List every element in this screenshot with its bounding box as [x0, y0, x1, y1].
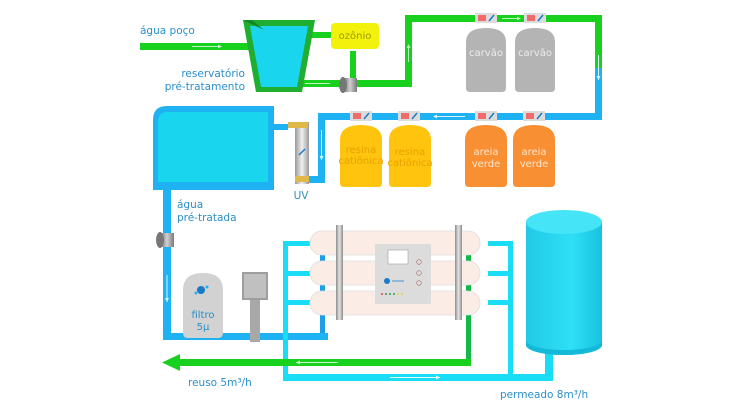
well-water-label: água poço	[140, 25, 195, 37]
carbon-filter-2-label: carvão	[518, 48, 552, 59]
pump-top	[339, 77, 357, 93]
carbon-filter-1: carvão	[466, 13, 506, 92]
reuse-arrow-icon	[162, 354, 180, 371]
reverse-osmosis-unit	[309, 225, 481, 320]
uv-label: UV	[294, 190, 310, 202]
reservoir-label-1: reservatório	[181, 68, 245, 80]
green-sand-filter-1-label-1: areia	[473, 147, 498, 158]
ro-control-panel	[375, 244, 431, 304]
high-pressure-pump	[242, 272, 268, 342]
pipe-well-inlet	[140, 43, 258, 50]
resin-filter-2-label-2: catiônica	[387, 157, 432, 169]
pump-feed	[156, 232, 174, 248]
green-sand-filter-2-label-1: areia	[521, 147, 546, 158]
uv-sterilizer	[288, 122, 309, 184]
pipe-ozone-to-pump	[350, 51, 356, 83]
pipe-ro-permeate	[488, 241, 553, 381]
pipe-uv-to-tank	[264, 124, 288, 130]
reservoir-label-2: pré-tratamento	[165, 81, 245, 93]
resin-filter-1-label-1: resina	[346, 145, 377, 156]
green-sand-filter-1-label-2: verde	[472, 159, 501, 170]
filter-logo-icon	[197, 286, 205, 294]
filter-label-1: filtro	[191, 310, 214, 321]
resin-filter-2-label-1: resina	[395, 147, 426, 158]
resin-filter-1-label-2: catiônica	[338, 155, 383, 167]
ozone-generator: ozônio	[331, 23, 379, 49]
pipe-ro-concentrate	[283, 241, 553, 381]
pipe-filter-return	[305, 55, 602, 183]
reuse-flow-label: reuso 5m³/h	[188, 377, 252, 389]
green-sand-filter-2-label-2: verde	[520, 159, 549, 170]
resin-filter-1: resina catiônica	[338, 111, 384, 187]
pipe-reservoir-to-ozone	[302, 32, 332, 38]
permeate-tank	[526, 210, 602, 355]
green-sand-filter-2: areia verde	[513, 111, 555, 187]
cartridge-filter: filtro 5μ	[183, 273, 223, 338]
permeate-flow-label: permeado 8m³/h	[500, 389, 588, 401]
ozone-label: ozônio	[339, 30, 372, 42]
pretreated-water-label-2: pré-tratada	[177, 212, 237, 224]
resin-filter-2: resina catiônica	[387, 111, 433, 187]
carbon-filter-1-label: carvão	[469, 48, 503, 59]
pretreated-water-label-1: água	[177, 199, 203, 211]
pretreatment-reservoir	[243, 20, 315, 92]
carbon-filter-2: carvão	[515, 13, 555, 92]
pretreated-water-tank	[153, 106, 274, 190]
filter-label-2: 5μ	[197, 322, 210, 333]
green-sand-filter-1: areia verde	[465, 111, 507, 187]
pipe-pretreated-down	[163, 180, 328, 340]
